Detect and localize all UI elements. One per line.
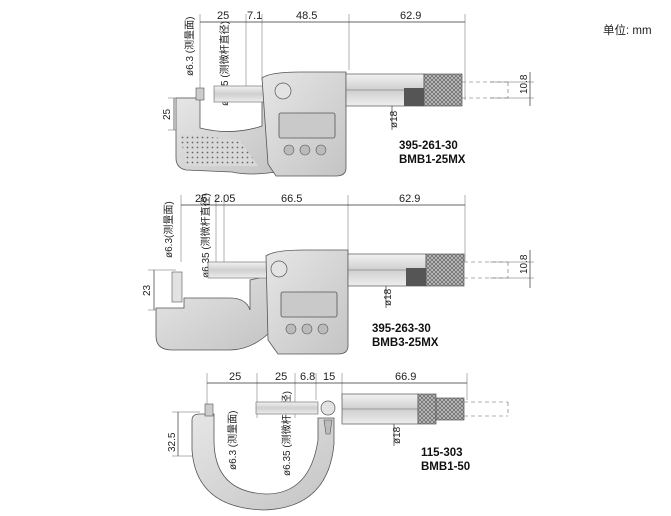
- dim-1-d: 62.9: [400, 10, 421, 22]
- button-1a: [283, 144, 295, 156]
- button-1b: [299, 144, 311, 156]
- dim-3-d: 15: [323, 371, 335, 383]
- ratchet-2: [425, 253, 465, 287]
- height-label-2: 23: [142, 284, 153, 296]
- dim-3-b: 25: [275, 371, 287, 383]
- ratchet-dim-2: 10.8: [519, 254, 530, 274]
- dim-1-b: 7.1: [247, 10, 262, 22]
- anvil-label-1: ø6.3 (测量面): [183, 17, 196, 76]
- spindle-label-1: ø6.35 (测微杆直径): [218, 21, 231, 106]
- dim-3-c: 6.8: [300, 371, 315, 383]
- model-2: 395-263-30: [372, 323, 431, 335]
- dim-2-a: 25: [195, 193, 207, 205]
- dim-2-d: 62.9: [399, 193, 420, 205]
- button-2b: [301, 323, 313, 335]
- frame-2: [155, 275, 269, 351]
- model-3: 115-303: [421, 447, 463, 459]
- dim-2-b: 2.05: [214, 193, 235, 205]
- clamp-2: [270, 260, 288, 278]
- lcd-1: [278, 112, 336, 139]
- dim-1-c: 48.5: [296, 10, 317, 22]
- height-label-1: 25: [162, 108, 173, 120]
- dim-2-c: 66.5: [281, 193, 302, 205]
- dim-3-a: 25: [229, 371, 241, 383]
- name-3: BMB1-50: [421, 461, 470, 473]
- height-label-3: 32.5: [167, 432, 178, 452]
- name-2: BMB3-25MX: [372, 337, 439, 349]
- drawing-2: 25 2.05 66.5 62.9 ø6.3(测量面) ø6.35 (测微杆直径…: [142, 193, 534, 355]
- ratchet-3: [435, 397, 465, 421]
- anvil-label-2: ø6.3(测量面): [162, 201, 175, 258]
- thimble-dim-3: ø18: [392, 426, 403, 444]
- dim-3-e: 66.9: [395, 371, 416, 383]
- frame-3: [191, 413, 335, 511]
- button-1c: [315, 144, 327, 156]
- thimble-dim-1: ø18: [389, 110, 400, 128]
- button-2c: [317, 323, 329, 335]
- spindle-label-2: ø6.35 (测微杆直径): [199, 193, 212, 278]
- drawing-1: 25 7.1 48.5 62.9 ø6.3 (测量面) ø6.35 (测微杆直径…: [162, 10, 534, 177]
- drawing-3: 25 25 6.8 15 66.9 ø6.3 (测量面) ø6.35 (测微杆直…: [167, 371, 509, 511]
- model-1: 395-261-30: [399, 140, 458, 152]
- thimble-3: [417, 393, 437, 425]
- thimble-dim-2: ø18: [383, 288, 394, 306]
- clamp-1: [274, 82, 292, 100]
- ratchet-dim-1: 10.8: [519, 74, 530, 94]
- clamp-3: [320, 400, 336, 416]
- lcd-2: [280, 291, 338, 318]
- button-2a: [285, 323, 297, 335]
- ratchet-1: [423, 73, 463, 107]
- name-1: BMB1-25MX: [399, 154, 466, 166]
- dim-1-a: 25: [217, 10, 229, 22]
- unit-label: 单位: mm: [603, 23, 652, 37]
- anvil-label-3: ø6.3 (测量面): [226, 411, 239, 470]
